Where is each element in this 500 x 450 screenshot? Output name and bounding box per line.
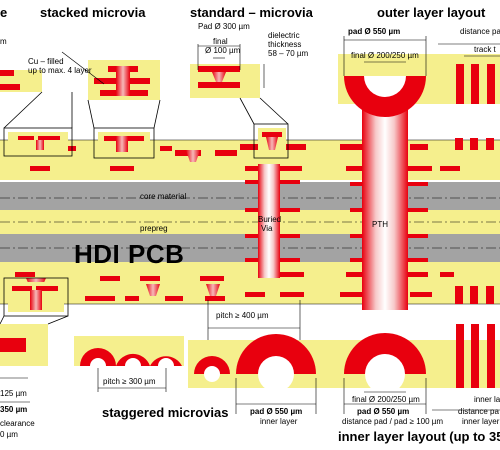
pad-550-bottom-label: pad Ø 550 µm — [250, 407, 303, 416]
outer-layer-heading: outer layer layout — [377, 5, 486, 20]
pad-550-bottom-label-2: pad Ø 550 µm — [357, 407, 410, 416]
inner-layer-layout — [188, 324, 500, 414]
core-material-top — [0, 182, 500, 210]
left-350-label: 350 µm — [0, 405, 28, 414]
inner-layer-label: inner layer — [260, 417, 298, 426]
distance-pa-bottom-label: distance pa — [458, 407, 499, 416]
left-clearance-label: clearance — [0, 419, 35, 428]
pth-barrel — [362, 100, 408, 310]
cu-filled-label-2: up to max. 4 layer — [28, 66, 92, 75]
core-material-label: core material — [140, 192, 187, 201]
pitch-400-label: pitch ≥ 400 µm — [216, 311, 269, 320]
distance-pad-top-label: distance pa — [460, 27, 500, 36]
left-125-label: 125 µm — [0, 389, 27, 398]
prepreg-bottom-layer — [0, 278, 500, 304]
stacked-microvia-heading: stacked microvia — [40, 5, 146, 20]
final-200-250-top-label: final Ø 200/250 µm — [351, 51, 419, 60]
cu-filled-label: Cu – filled — [28, 57, 64, 66]
final-100-label: Ø 100 µm — [205, 46, 241, 55]
left-edge-heading: e — [0, 5, 8, 20]
hdi-pcb-title: HDI PCB — [74, 239, 185, 269]
outer-layer-layout — [338, 36, 500, 117]
buried-via-label: Buried — [258, 215, 282, 224]
dielectric-thickness-label: thickness — [268, 40, 302, 49]
pad-300-label: Pad Ø 300 µm — [198, 22, 250, 31]
buried-via-label-2: Via — [261, 224, 273, 233]
pth-label: PTH — [372, 220, 388, 229]
inner-layer-heading: inner layer layout (up to 35 — [338, 429, 500, 444]
stacked-detail-left — [0, 70, 73, 157]
inner-la-label: inner la — [474, 395, 500, 404]
staggered-microvias-detail — [74, 336, 184, 392]
staggered-microvias-heading: staggered microvias — [102, 405, 229, 420]
track-top-label: track t — [474, 45, 496, 54]
distance-pad-pad-label: distance pad / pad ≥ 100 µm — [342, 417, 444, 426]
prepreg-label: prepreg — [140, 224, 168, 233]
final-200-250-bottom-label: final Ø 200/250 µm — [352, 395, 420, 404]
standard-microvia-detail — [190, 44, 289, 159]
final-label: final — [213, 37, 228, 46]
inner-layer-right-label: inner layer — [462, 417, 500, 426]
dielectric-label: dielectric — [268, 31, 300, 40]
board-stack — [0, 139, 500, 305]
dielectric-value-label: 58 – 70 µm — [268, 49, 309, 58]
left-m-label: m — [0, 37, 7, 46]
pad-550-top-label: pad Ø 550 µm — [348, 27, 401, 36]
standard-microvia-heading: standard – microvia — [190, 5, 313, 20]
buried-via — [258, 164, 280, 278]
bottom-left-detail — [0, 277, 69, 403]
pitch-300-label: pitch ≥ 300 µm — [103, 377, 156, 386]
stacked-microvia-detail — [61, 51, 161, 159]
left-0um-label: 0 µm — [0, 430, 18, 439]
prepreg-top-layer — [0, 140, 500, 164]
